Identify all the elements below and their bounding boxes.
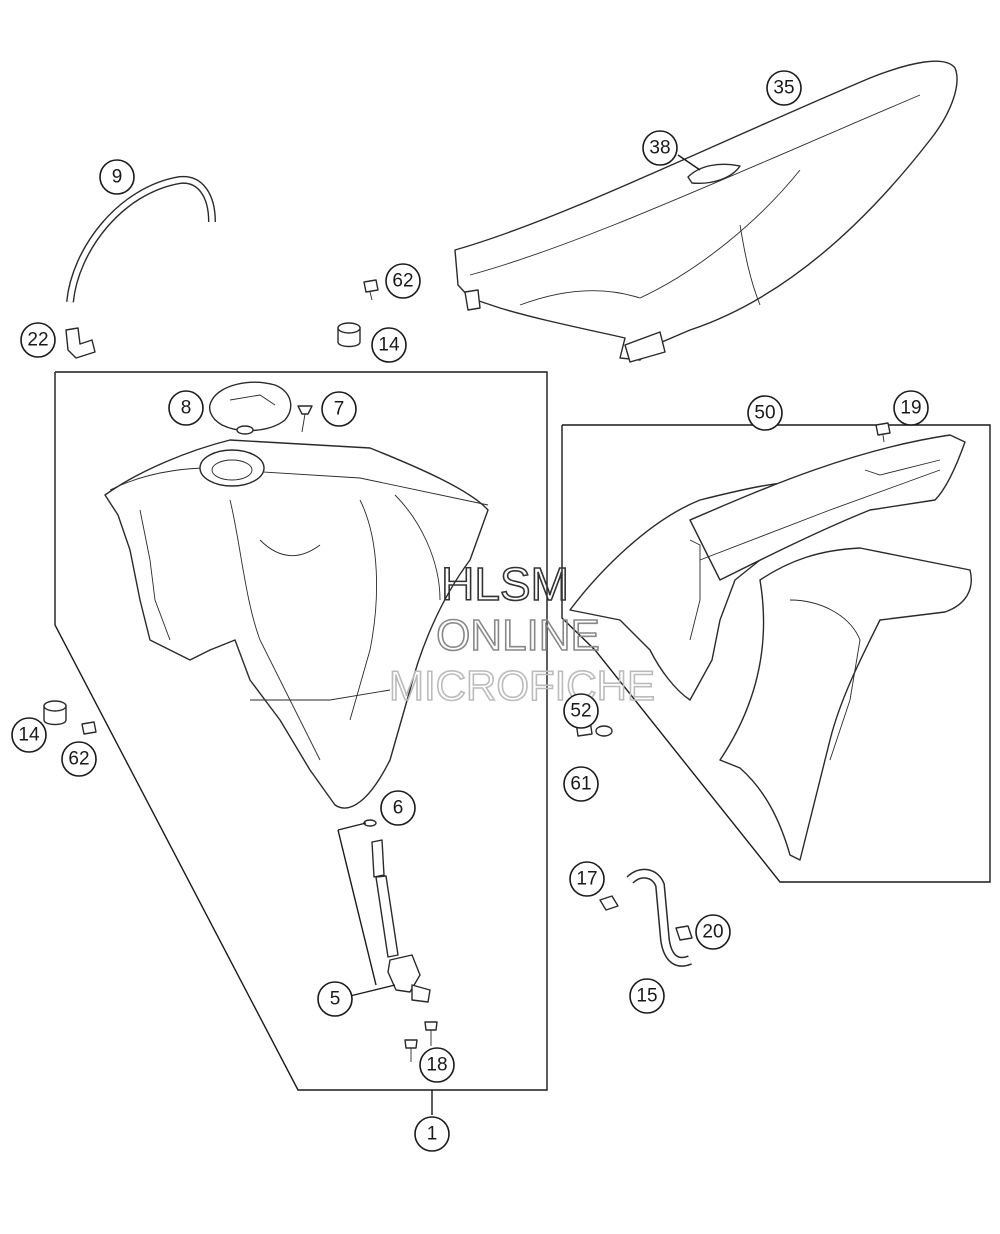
callout-62-upper[interactable]: 62 <box>385 263 421 299</box>
svg-text:50: 50 <box>754 403 775 424</box>
hose-clamp-b[interactable] <box>675 925 693 941</box>
tap-screw-b[interactable] <box>404 1039 418 1062</box>
callout-18[interactable]: 18 <box>419 1047 455 1083</box>
breather-hose[interactable] <box>66 175 216 303</box>
svg-text:18: 18 <box>426 1055 447 1076</box>
callout-14-upper[interactable]: 14 <box>371 327 407 363</box>
svg-text:17: 17 <box>576 869 597 890</box>
callout-20[interactable]: 20 <box>695 914 731 950</box>
fuel-tank-group-outline <box>54 371 548 1091</box>
svg-text:62: 62 <box>68 749 89 770</box>
callout-17[interactable]: 17 <box>569 861 605 897</box>
callout-6[interactable]: 6 <box>380 790 416 826</box>
leader-6b <box>337 829 377 986</box>
svg-text:6: 6 <box>393 798 404 819</box>
svg-text:38: 38 <box>649 138 670 159</box>
svg-text:35: 35 <box>773 78 794 99</box>
svg-text:61: 61 <box>570 774 591 795</box>
side-panel[interactable] <box>569 434 972 861</box>
watermark-line-2: ONLINE <box>436 611 600 660</box>
watermark-line-1: HLSM <box>441 558 569 610</box>
spacer-upper[interactable] <box>337 322 361 348</box>
svg-text:9: 9 <box>112 167 123 188</box>
callout-38[interactable]: 38 <box>642 130 678 166</box>
tank-screw[interactable] <box>297 405 313 433</box>
leader-6 <box>337 822 367 831</box>
svg-text:52: 52 <box>570 701 591 722</box>
svg-text:62: 62 <box>392 271 413 292</box>
callout-52[interactable]: 52 <box>563 693 599 729</box>
screw-upper-right[interactable] <box>875 422 891 443</box>
washer[interactable] <box>595 725 613 737</box>
svg-text:8: 8 <box>181 398 192 419</box>
callout-14-left[interactable]: 14 <box>11 717 47 753</box>
svg-text:19: 19 <box>900 398 921 419</box>
leader-5 <box>349 984 396 997</box>
callout-9[interactable]: 9 <box>99 159 135 195</box>
screw-left[interactable] <box>81 721 97 735</box>
tap-screw-a[interactable] <box>424 1021 438 1046</box>
callout-8[interactable]: 8 <box>168 390 204 426</box>
svg-text:1: 1 <box>427 1124 438 1145</box>
callout-1[interactable]: 1 <box>414 1116 450 1152</box>
svg-text:7: 7 <box>334 399 345 420</box>
callout-62-left[interactable]: 62 <box>61 741 97 777</box>
callout-15[interactable]: 15 <box>629 978 665 1014</box>
svg-text:22: 22 <box>27 330 48 351</box>
callout-61[interactable]: 61 <box>563 766 599 802</box>
callout-22[interactable]: 22 <box>20 322 56 358</box>
callout-35[interactable]: 35 <box>766 70 802 106</box>
watermark-line-3: MICROFICHE <box>389 662 655 709</box>
spacer-left[interactable] <box>43 700 67 726</box>
hose-clamp-a[interactable] <box>599 895 619 911</box>
callout-19[interactable]: 19 <box>893 390 929 426</box>
seat[interactable] <box>454 60 958 363</box>
fuel-hose[interactable] <box>626 868 692 967</box>
svg-text:15: 15 <box>636 986 657 1007</box>
side-panel-group-outline <box>561 424 991 883</box>
hose-fitting[interactable] <box>65 327 96 359</box>
callout-5[interactable]: 5 <box>317 981 353 1017</box>
fuel-cap[interactable] <box>209 381 292 435</box>
svg-text:20: 20 <box>702 922 723 943</box>
leader-38 <box>677 154 701 171</box>
svg-text:5: 5 <box>330 989 341 1010</box>
svg-text:14: 14 <box>378 335 400 356</box>
callout-50[interactable]: 50 <box>747 395 783 431</box>
seat-pad[interactable] <box>687 163 741 185</box>
svg-text:14: 14 <box>18 725 40 746</box>
fuel-tank[interactable] <box>104 439 489 809</box>
callout-7[interactable]: 7 <box>321 391 357 427</box>
screw-upper[interactable] <box>363 279 379 301</box>
fuel-tap[interactable] <box>371 839 431 1003</box>
